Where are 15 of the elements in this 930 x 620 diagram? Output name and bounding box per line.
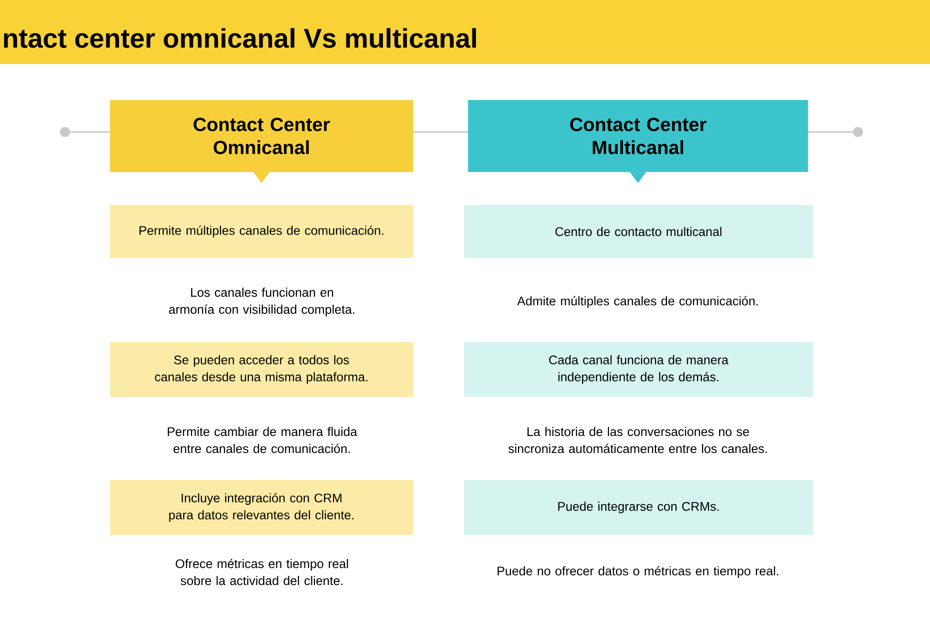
feature-box: Incluye integración con CRM para datos relevantes del cliente. <box>110 480 413 535</box>
feature-text: La historia de las conversaciones no se sincroniza automáticamente entre los canales. <box>508 426 767 454</box>
header-box: Contact Center Multicanal <box>468 100 808 183</box>
feature-text: Puede no ofrecer datos o métricas en tiempo real. <box>498 566 778 578</box>
feature-text: Permite cambiar de manera fluida entre canales de comunicación. <box>168 426 358 454</box>
feature-text: Ofrece métricas en tiempo real sobre la actividad del cliente. <box>176 558 348 586</box>
feature-box: Se pueden acceder a todos los canales desde una misma plataforma. <box>110 342 413 397</box>
title-banner: ntact center omnicanal Vs multicanal <box>0 0 930 64</box>
header-box: Contact Center Omnicanal <box>110 100 413 183</box>
feature-box: Cada canal funciona de manera independiente de los demás. <box>464 342 813 397</box>
feature-text: Los canales funcionan en armonía con visibilidad completa. <box>169 288 354 316</box>
feature-box: Permite múltiples canales de comunicación. <box>110 205 413 258</box>
feature-box: Puede integrarse con CRMs. <box>464 480 813 535</box>
feature-box: Centro de contacto multicanal <box>464 205 813 258</box>
feature-text: Admite múltiples canales de comunicación. <box>517 296 758 308</box>
